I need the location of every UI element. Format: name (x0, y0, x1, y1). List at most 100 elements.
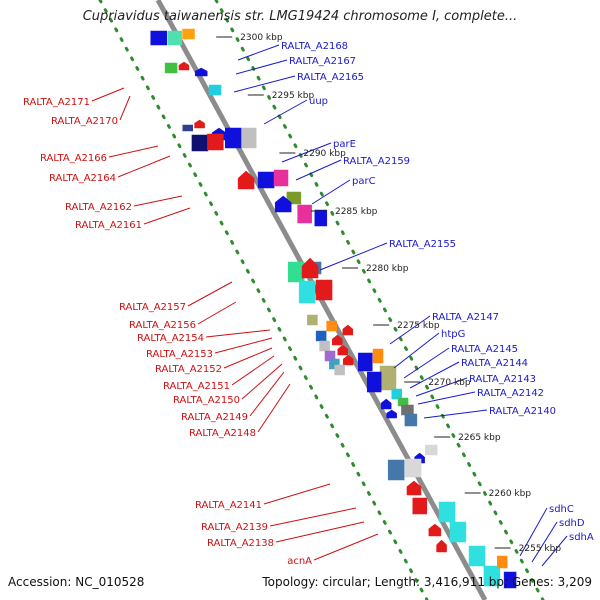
gene-label[interactable]: RALTA_A2149 (181, 412, 248, 423)
gene-feature[interactable] (307, 314, 318, 326)
gene-feature[interactable] (326, 320, 337, 332)
gene-arrow[interactable] (436, 539, 447, 553)
gene-label[interactable]: RALTA_A2171 (23, 97, 90, 108)
gene-feature[interactable] (412, 497, 428, 515)
gene-feature[interactable] (182, 28, 195, 40)
gene-label[interactable]: RALTA_A2150 (173, 395, 240, 406)
leader-line (133, 195, 183, 207)
gene-arrow[interactable] (406, 480, 422, 496)
gene-feature[interactable] (334, 364, 345, 376)
gene-label[interactable]: RALTA_A2157 (119, 302, 186, 313)
gene-feature[interactable] (387, 459, 405, 481)
gene-feature[interactable] (315, 330, 327, 342)
gene-feature[interactable] (425, 444, 438, 456)
gene-arrow[interactable] (380, 398, 392, 410)
gene-features (150, 28, 517, 589)
gene-feature[interactable] (391, 388, 402, 400)
gene-feature[interactable] (379, 365, 397, 391)
gene-label[interactable]: RALTA_A2138 (207, 538, 274, 549)
gene-feature[interactable] (191, 134, 209, 152)
gene-feature[interactable] (366, 371, 382, 393)
gene-label[interactable]: RALTA_A2152 (155, 364, 222, 375)
gene-label[interactable]: RALTA_A2140 (489, 406, 556, 417)
gene-arrow[interactable] (301, 257, 319, 279)
leader-line (233, 75, 296, 93)
gene-arrow[interactable] (274, 195, 292, 213)
gene-label[interactable]: RALTA_A2155 (389, 239, 456, 250)
gene-feature[interactable] (297, 204, 312, 224)
gene-label[interactable]: RALTA_A2170 (51, 116, 118, 127)
gene-arrow[interactable] (237, 170, 255, 190)
gene-feature[interactable] (298, 280, 316, 304)
gene-label[interactable]: RALTA_A2151 (163, 381, 230, 392)
gene-feature[interactable] (468, 545, 486, 567)
gene-label[interactable]: sdhA (569, 532, 594, 543)
gene-feature[interactable] (503, 571, 517, 589)
gene-label[interactable]: RALTA_A2166 (40, 153, 107, 164)
gene-feature[interactable] (319, 340, 330, 352)
gene-label[interactable]: RALTA_A2156 (129, 320, 196, 331)
gene-feature[interactable] (273, 169, 289, 187)
tick-label: 2295 kbp (272, 91, 315, 101)
gene-arrow[interactable] (337, 344, 348, 356)
gene-feature[interactable] (286, 191, 302, 205)
gene-arrow[interactable] (342, 354, 354, 366)
gene-feature[interactable] (404, 413, 418, 427)
gene-feature[interactable] (449, 521, 467, 543)
gene-label[interactable]: RALTA_A2167 (289, 56, 356, 67)
leader-line (295, 159, 342, 181)
gene-feature[interactable] (224, 127, 242, 149)
gene-feature[interactable] (167, 30, 182, 46)
gene-arrow[interactable] (342, 324, 354, 336)
gene-label[interactable]: RALTA_A2141 (195, 500, 262, 511)
gene-label[interactable]: RALTA_A2165 (297, 72, 364, 83)
gene-label[interactable]: RALTA_A2142 (477, 388, 544, 399)
gene-feature[interactable] (207, 133, 224, 151)
gene-feature[interactable] (438, 501, 456, 523)
gene-arrow[interactable] (194, 67, 208, 77)
gene-label[interactable]: RALTA_A2162 (65, 202, 132, 213)
gene-feature[interactable] (257, 171, 275, 189)
gene-label[interactable]: uup (309, 96, 328, 107)
gene-label[interactable]: RALTA_A2154 (137, 333, 204, 344)
gene-label[interactable]: RALTA_A2139 (201, 522, 268, 533)
leader-line (281, 142, 332, 163)
gene-label[interactable]: RALTA_A2159 (343, 156, 410, 167)
gene-feature[interactable] (241, 127, 257, 149)
gene-feature[interactable] (497, 555, 508, 569)
leader-line (263, 483, 331, 505)
gene-arrow[interactable] (428, 523, 442, 537)
gene-feature[interactable] (314, 209, 328, 227)
gene-feature[interactable] (315, 279, 333, 301)
gene-label[interactable]: parE (333, 139, 356, 150)
gene-feature[interactable] (372, 348, 384, 364)
gene-feature[interactable] (483, 565, 501, 587)
gene-feature[interactable] (164, 62, 178, 74)
gene-label[interactable]: htpG (441, 329, 465, 340)
gene-label[interactable]: sdhD (559, 518, 585, 529)
gene-label[interactable]: parC (352, 176, 376, 187)
gene-label[interactable]: acnA (287, 556, 312, 567)
gene-label[interactable]: RALTA_A2144 (461, 358, 528, 369)
gene-label[interactable]: RALTA_A2148 (189, 428, 256, 439)
gene-label[interactable]: RALTA_A2168 (281, 41, 348, 52)
gene-feature[interactable] (182, 124, 194, 132)
gene-label[interactable]: RALTA_A2153 (146, 349, 213, 360)
gene-label[interactable]: RALTA_A2145 (451, 344, 518, 355)
gene-feature[interactable] (404, 458, 422, 478)
gene-arrow[interactable] (332, 334, 343, 346)
gene-feature[interactable] (401, 404, 414, 416)
gene-feature[interactable] (329, 358, 340, 370)
gene-arrow[interactable] (386, 409, 397, 419)
gene-label[interactable]: RALTA_A2143 (469, 374, 536, 385)
gene-arrow[interactable] (178, 61, 190, 71)
gene-label[interactable]: RALTA_A2147 (432, 312, 499, 323)
gene-label[interactable]: RALTA_A2164 (49, 173, 116, 184)
gene-label[interactable]: RALTA_A2161 (75, 220, 142, 231)
gene-feature[interactable] (150, 30, 167, 46)
gene-label[interactable]: sdhC (549, 504, 574, 515)
gene-arrow[interactable] (194, 119, 205, 129)
leader-line (249, 371, 285, 417)
gene-feature[interactable] (358, 352, 373, 372)
gene-feature[interactable] (208, 84, 222, 96)
